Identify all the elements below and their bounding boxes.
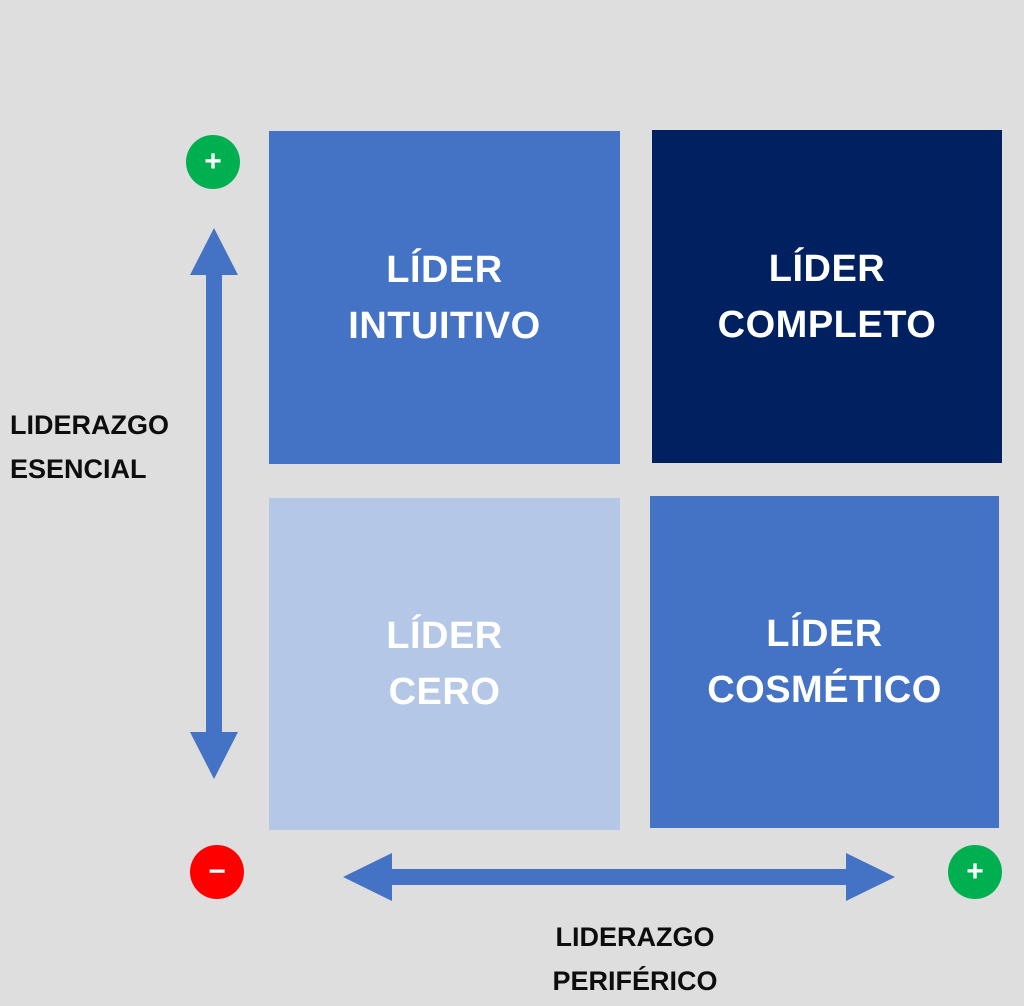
y-axis-label: LIDERAZGO ESENCIAL	[10, 403, 169, 491]
x-axis-label-line2: PERIFÉRICO	[552, 966, 718, 996]
quadrant-line1: LÍDER	[766, 613, 883, 655]
quadrant-line2: COMPLETO	[717, 303, 937, 346]
y-axis-label-line1: LIDERAZGO	[10, 410, 169, 440]
minus-icon: −	[190, 845, 244, 899]
plus-icon: +	[186, 135, 240, 189]
horizontal-double-arrow	[343, 853, 895, 901]
minus-sign-glyph: −	[208, 855, 226, 888]
quadrant-line2: CERO	[388, 671, 501, 713]
x-axis-label-line1: LIDERAZGO	[555, 922, 715, 952]
plus-sign-glyph: +	[966, 855, 984, 888]
quadrant-line2: INTUITIVO	[348, 304, 541, 347]
plus-icon: +	[948, 845, 1002, 899]
quadrant-lider-cero: LÍDER CERO	[269, 498, 620, 830]
plus-sign-glyph: +	[204, 145, 222, 178]
quadrant-lider-completo: LÍDER COMPLETO	[652, 130, 1002, 463]
quadrant-line1: LÍDER	[768, 247, 886, 290]
quadrant-line1: LÍDER	[386, 615, 503, 657]
quadrant-line1: LÍDER	[386, 248, 503, 291]
quadrant-line2: COSMÉTICO	[707, 669, 942, 711]
y-axis-label-line2: ESENCIAL	[10, 454, 147, 484]
quadrant-lider-intuitivo: LÍDER INTUITIVO	[269, 131, 620, 464]
quadrant-lider-cosmetico: LÍDER COSMÉTICO	[650, 496, 999, 828]
vertical-double-arrow	[190, 228, 238, 779]
x-axis-label: LIDERAZGO PERIFÉRICO	[520, 915, 750, 1003]
